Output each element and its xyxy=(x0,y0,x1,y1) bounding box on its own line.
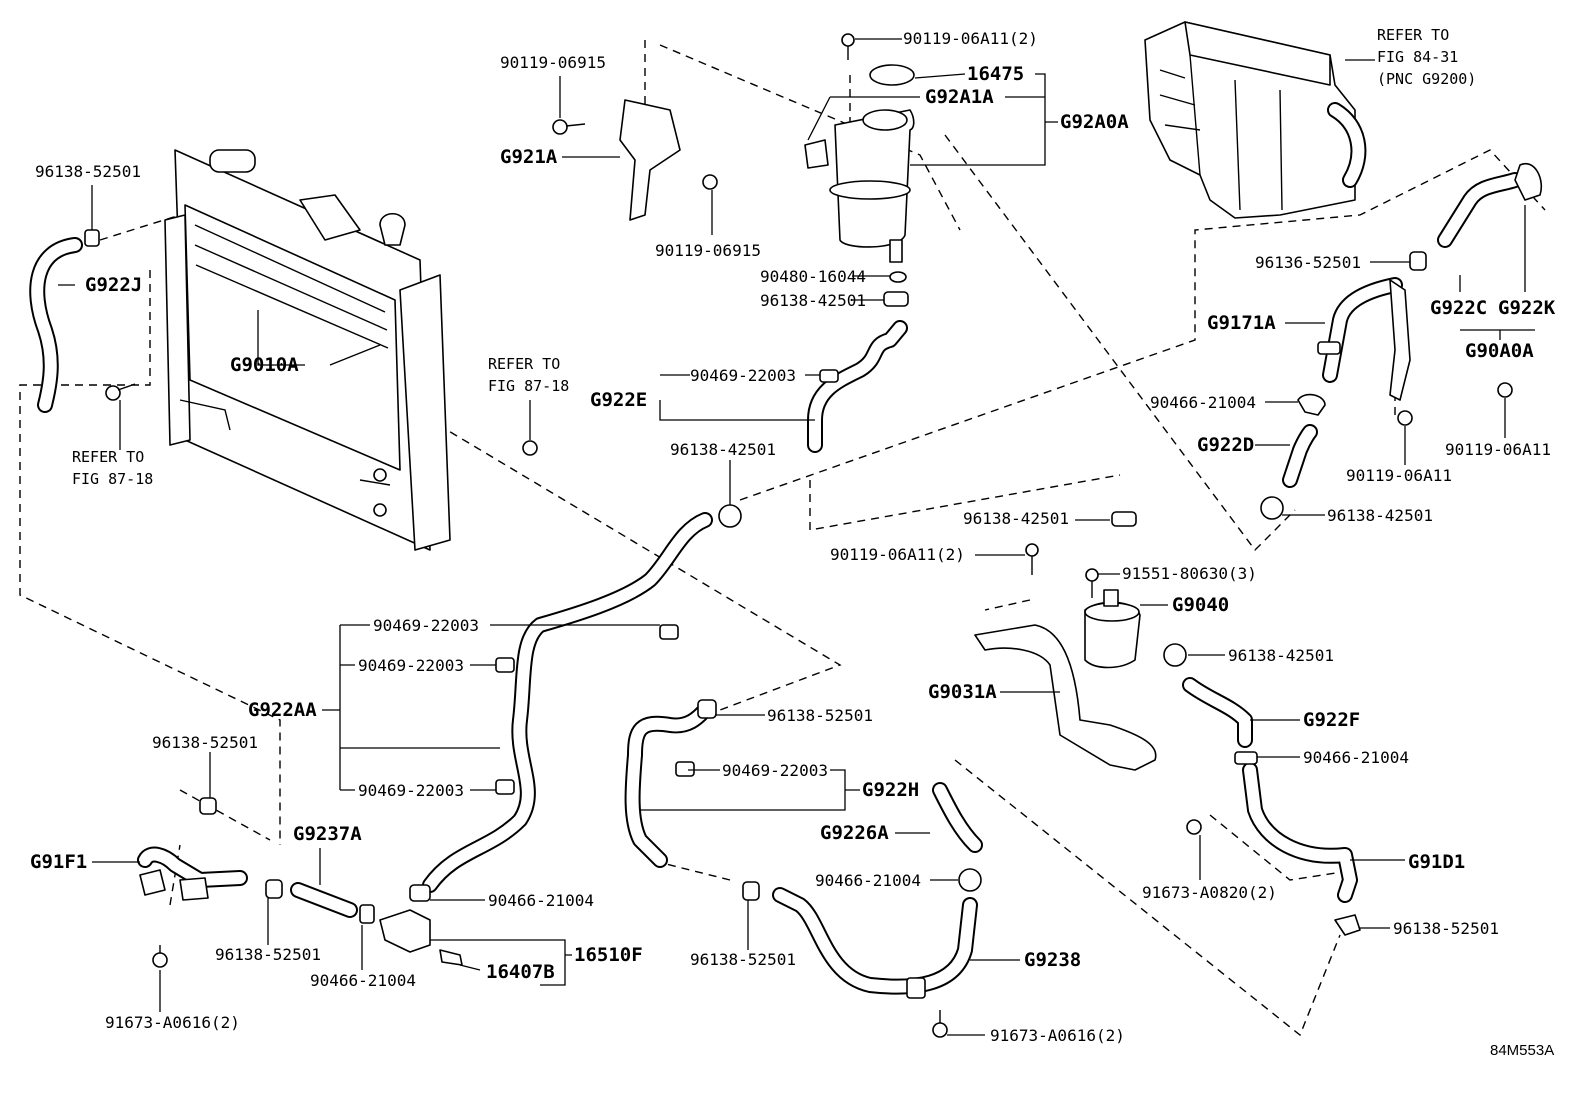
assembly-dashed-lines xyxy=(19,40,1546,1037)
label-90119-06a11-a: 90119-06A11 xyxy=(1445,440,1551,459)
bracket-g921a xyxy=(552,99,718,221)
label-96138-52501-b: 96138-52501 xyxy=(767,706,873,725)
label-g90a0a: G90A0A xyxy=(1465,340,1534,362)
reservoir-tank xyxy=(804,33,915,307)
drain-cock-16510f xyxy=(379,884,463,966)
hose-g922aa xyxy=(422,504,742,893)
label-16475: 16475 xyxy=(967,63,1024,85)
hose-g922f xyxy=(1182,677,1253,748)
label-91673-a0820-2: 91673-A0820(2) xyxy=(1142,883,1277,902)
label-96138-42501-c: 96138-42501 xyxy=(1327,506,1433,525)
pipe-g9171a xyxy=(1317,277,1513,426)
label-g921a: G921A xyxy=(500,146,558,168)
ref-radiator-right-line2: FIG 87-18 xyxy=(488,377,569,395)
label-90466-21004-e: 90466-21004 xyxy=(815,871,921,890)
label-g922d: G922D xyxy=(1197,434,1254,456)
label-96138-42501-e: 96138-42501 xyxy=(1228,646,1334,665)
label-90469-22003-c: 90469-22003 xyxy=(358,656,464,675)
label-g92a0a: G92A0A xyxy=(1060,111,1129,133)
label-g9031a: G9031A xyxy=(928,681,997,703)
label-g91f1: G91F1 xyxy=(30,851,87,873)
label-90119-06a11-2-top: 90119-06A11(2) xyxy=(903,29,1038,48)
label-g922k: G922K xyxy=(1498,297,1556,319)
label-90119-06915-a: 90119-06915 xyxy=(500,53,606,72)
label-96138-42501-a: 96138-42501 xyxy=(760,291,866,310)
label-90466-21004-c: 90466-21004 xyxy=(310,971,416,990)
label-96138-42501-d: 96138-42501 xyxy=(963,509,1069,528)
label-g922c: G922C xyxy=(1430,297,1487,319)
ref-radiator-left-line2: FIG 87-18 xyxy=(72,470,153,488)
reference-notes: REFER TO FIG 84-31 (PNC G9200) REFER TO … xyxy=(72,26,1476,488)
label-16510f: 16510F xyxy=(574,944,643,966)
ref-inverter-line3: (PNC G9200) xyxy=(1377,70,1476,88)
label-g9040: G9040 xyxy=(1172,594,1229,616)
hose-g922e xyxy=(807,320,908,453)
hose-g922d xyxy=(1260,393,1326,520)
label-g922aa: G922AA xyxy=(248,699,317,721)
callout-labels: 90119-06A11(2) 16475 G92A1A G92A0A 90119… xyxy=(30,29,1556,1045)
label-g9238: G9238 xyxy=(1024,949,1081,971)
pipe-g91f1 xyxy=(137,797,248,968)
ref-inverter-line2: FIG 84-31 xyxy=(1377,48,1458,66)
label-g922e: G922E xyxy=(590,389,647,411)
inverter-assembly xyxy=(1144,21,1367,219)
label-90469-22003-e: 90469-22003 xyxy=(722,761,828,780)
hose-g9226a xyxy=(932,782,983,892)
water-pump-assembly xyxy=(974,511,1187,771)
ref-inverter-line1: REFER TO xyxy=(1377,26,1449,44)
label-96138-52501-f: 96138-52501 xyxy=(1393,919,1499,938)
label-g9010a: G9010A xyxy=(230,354,299,376)
label-90119-06a11-b: 90119-06A11 xyxy=(1346,466,1452,485)
label-90466-21004-a: 90466-21004 xyxy=(1150,393,1256,412)
label-96138-52501-a: 96138-52501 xyxy=(35,162,141,181)
leader-lines xyxy=(58,38,1535,1036)
label-g922h: G922H xyxy=(862,779,919,801)
label-g9171a: G9171A xyxy=(1207,312,1276,334)
label-90480-16044: 90480-16044 xyxy=(760,267,866,286)
hose-g922h xyxy=(624,699,717,868)
label-90469-22003-d: 90469-22003 xyxy=(358,781,464,800)
figure-code: 84M553A xyxy=(1490,1042,1554,1059)
label-96138-52501-c: 96138-52501 xyxy=(152,733,258,752)
label-90469-22003-b: 90469-22003 xyxy=(373,616,479,635)
label-g922j: G922J xyxy=(85,274,142,296)
label-90466-21004-b: 90466-21004 xyxy=(1303,748,1409,767)
label-g91d1: G91D1 xyxy=(1408,851,1465,873)
pipe-g9238 xyxy=(742,881,978,1038)
label-90469-22003-a: 90469-22003 xyxy=(690,366,796,385)
label-96136-52501: 96136-52501 xyxy=(1255,253,1361,272)
label-g9237a: G9237A xyxy=(293,823,362,845)
ref-radiator-right-line1: REFER TO xyxy=(488,355,560,373)
label-96138-42501-b: 96138-42501 xyxy=(670,440,776,459)
label-90466-21004-d: 90466-21004 xyxy=(488,891,594,910)
label-16407b: 16407B xyxy=(486,961,555,983)
hose-g922c xyxy=(1409,162,1542,271)
label-g922f: G922F xyxy=(1303,709,1360,731)
pipe-g91d1 xyxy=(1186,751,1361,936)
hose-g9237a xyxy=(265,879,375,924)
label-96138-52501-d: 96138-52501 xyxy=(215,945,321,964)
label-g9226a: G9226A xyxy=(820,822,889,844)
label-90119-06a11-2-mid: 90119-06A11(2) xyxy=(830,545,965,564)
label-91673-a0616-2-a: 91673-A0616(2) xyxy=(105,1013,240,1032)
label-g92a1a: G92A1A xyxy=(925,86,994,108)
label-91673-a0616-2-b: 91673-A0616(2) xyxy=(990,1026,1125,1045)
label-96138-52501-e: 96138-52501 xyxy=(690,950,796,969)
radiator-assembly xyxy=(164,149,451,551)
label-91551-80630-3: 91551-80630(3) xyxy=(1122,564,1257,583)
label-90119-06915-b: 90119-06915 xyxy=(655,241,761,260)
hose-g922j xyxy=(29,229,136,413)
ref-radiator-left-line1: REFER TO xyxy=(72,448,144,466)
